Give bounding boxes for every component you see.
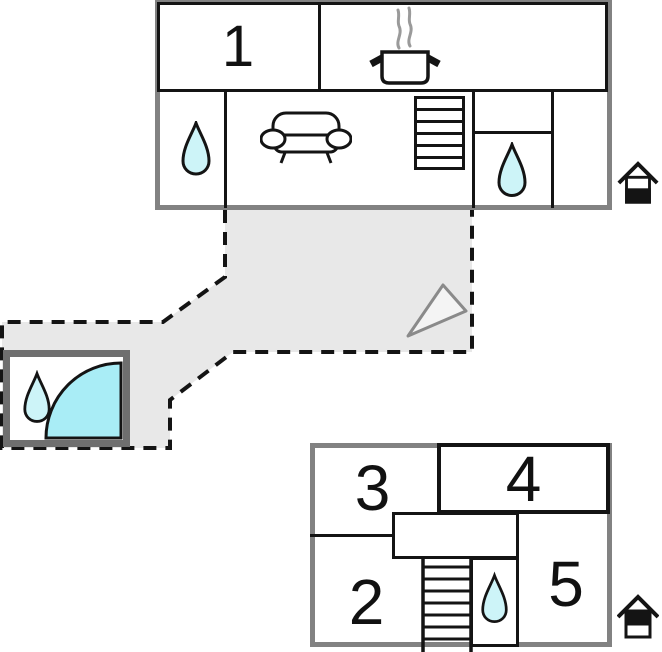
annex-shower-room <box>3 350 130 447</box>
terrace-dashed-outline <box>0 210 474 450</box>
direction-arrow-icon <box>406 283 468 338</box>
corner-shower-icon <box>44 361 123 440</box>
water-drop-icon <box>23 370 51 423</box>
